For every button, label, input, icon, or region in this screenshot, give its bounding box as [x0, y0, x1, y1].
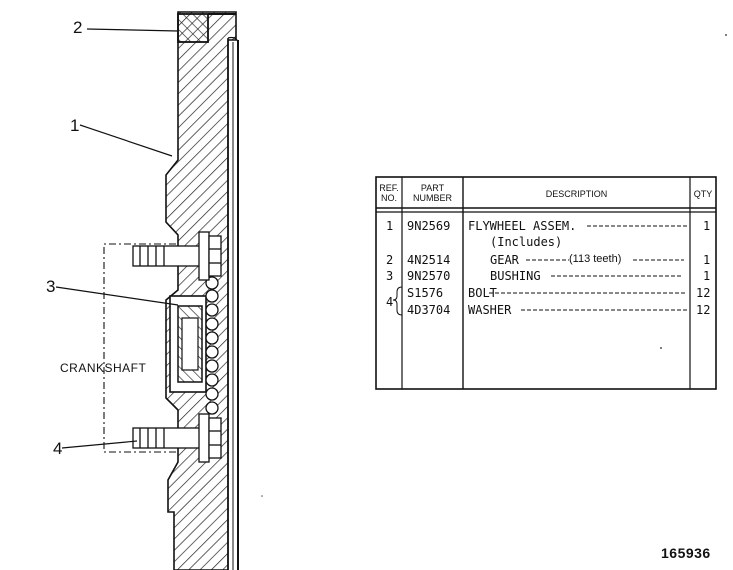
flywheel-section [165, 11, 237, 570]
header-ref-no: REF. NO. [379, 183, 399, 203]
table-leader-dashes [489, 225, 687, 311]
lower-bolt [132, 413, 222, 463]
ref-brace [392, 286, 403, 316]
header-description: DESCRIPTION [545, 189, 608, 199]
row-part-number: 4N2514 [407, 253, 451, 267]
crankshaft-label: CRANKSHAFT [60, 361, 147, 375]
row-ref: 4 [386, 295, 394, 309]
crankshaft-outline [103, 243, 176, 453]
print-dots [261, 34, 727, 497]
ring-gear [177, 13, 236, 43]
row-part-number: 4D3704 [407, 303, 451, 317]
row-ref: 2 [386, 253, 394, 267]
header-qty: QTY [693, 189, 713, 199]
row-part-number: 9N2570 [407, 269, 451, 283]
row-description: FLYWHEEL ASSEM. [468, 219, 577, 233]
row-description: BOLT [468, 286, 497, 300]
callout-1: 1 [70, 116, 80, 135]
callout-3: 3 [46, 277, 56, 296]
row-part-number: S1576 [407, 286, 444, 300]
hub-balls [205, 263, 219, 415]
row-note: (113 teeth) [569, 253, 622, 265]
leader-lines [55, 28, 179, 449]
row-qty: 12 [696, 286, 711, 300]
row-qty: 1 [703, 253, 711, 267]
upper-bolt [132, 231, 222, 281]
header-part-number: PART NUMBER [412, 183, 452, 203]
row-part-number: 9N2569 [407, 219, 451, 233]
row-description: BUSHING [490, 269, 541, 283]
callout-2: 2 [73, 18, 83, 37]
row-description-includes: (Includes) [490, 235, 563, 249]
drawing-number: 165936 [661, 545, 711, 561]
bushing [169, 295, 207, 393]
row-description: WASHER [468, 303, 512, 317]
row-qty: 1 [703, 269, 711, 283]
row-ref: 1 [386, 219, 394, 233]
row-qty: 1 [703, 219, 711, 233]
parts-table-frame [375, 176, 717, 390]
row-ref: 3 [386, 269, 394, 283]
row-qty: 12 [696, 303, 711, 317]
row-description: GEAR [490, 253, 519, 267]
face-lines [227, 36, 239, 570]
callout-4: 4 [53, 439, 63, 458]
